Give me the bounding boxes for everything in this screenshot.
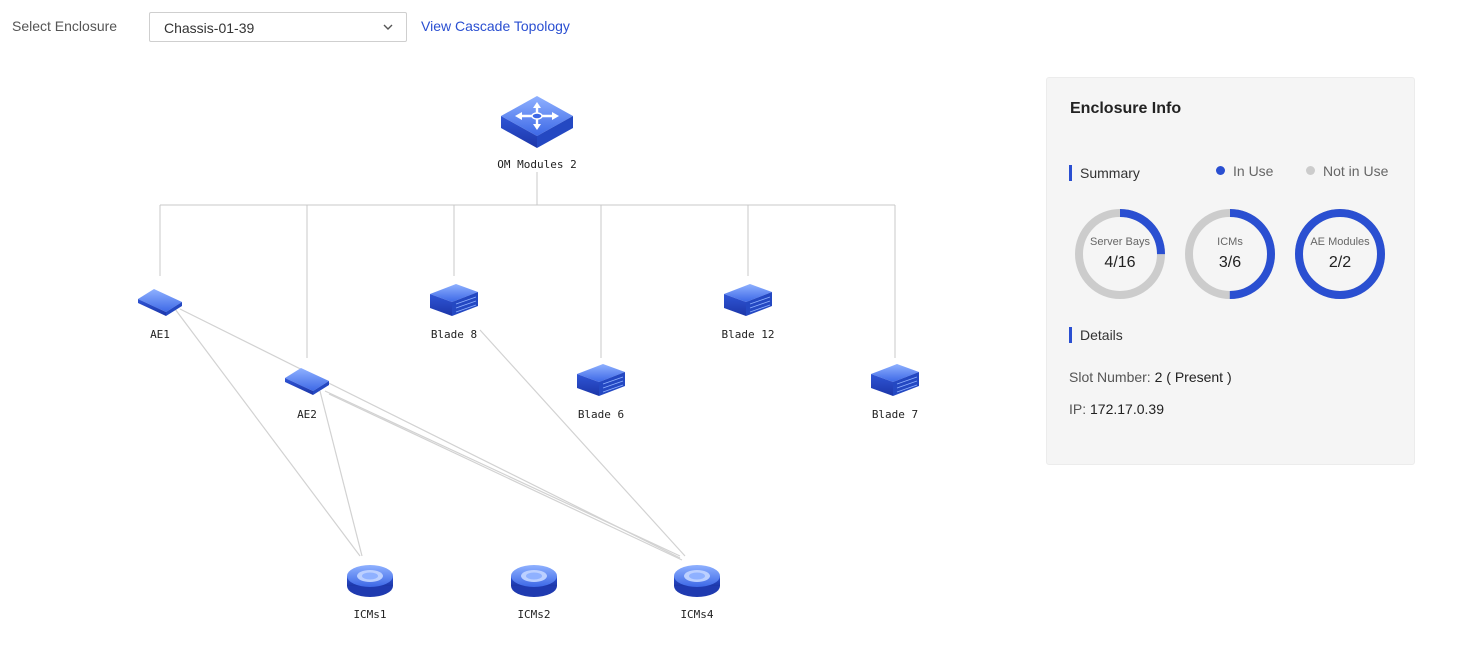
blade-server-icon[interactable] bbox=[871, 364, 919, 396]
node-label-ae2: AE2 bbox=[297, 408, 317, 421]
slot-number-row: Slot Number: 2 ( Present ) bbox=[1069, 369, 1232, 385]
blade-server-icon[interactable] bbox=[577, 364, 625, 396]
node-label-blade6: Blade 6 bbox=[578, 408, 624, 421]
server-bays-donut: Server Bays 4/16 bbox=[1074, 208, 1166, 300]
panel-title: Enclosure Info bbox=[1070, 100, 1182, 117]
legend-in-use-label: In Use bbox=[1233, 163, 1274, 179]
legend-not-in-use-label: Not in Use bbox=[1323, 163, 1389, 179]
view-cascade-topology-link[interactable]: View Cascade Topology bbox=[421, 18, 570, 34]
icm-module-icon[interactable] bbox=[674, 565, 720, 597]
ip-row: IP: 172.17.0.39 bbox=[1069, 401, 1164, 417]
tree-connectors bbox=[159, 172, 896, 358]
node-label-icms4: ICMs4 bbox=[680, 608, 713, 621]
blade-server-icon[interactable] bbox=[430, 284, 478, 316]
node-label-icms1: ICMs1 bbox=[353, 608, 386, 621]
icms-value: 3/6 bbox=[1218, 254, 1242, 271]
slot-number-label: Slot Number: bbox=[1069, 369, 1151, 385]
icms-donut: ICMs 3/6 bbox=[1184, 208, 1276, 300]
icm-module-icon[interactable] bbox=[511, 565, 557, 597]
node-label-ae1: AE1 bbox=[150, 328, 170, 341]
node-label-icms2: ICMs2 bbox=[517, 608, 550, 621]
chevron-down-icon bbox=[383, 24, 393, 30]
node-label-blade8: Blade 8 bbox=[431, 328, 477, 341]
legend-not-in-use: Not in Use bbox=[1306, 163, 1388, 179]
blade-server-icon[interactable] bbox=[724, 284, 772, 316]
node-label-blade12: Blade 12 bbox=[722, 328, 775, 341]
donut-arc bbox=[1185, 209, 1275, 299]
node-label-blade7: Blade 7 bbox=[872, 408, 918, 421]
om-label: OM Modules 2 bbox=[497, 158, 576, 171]
select-enclosure-label: Select Enclosure bbox=[12, 18, 118, 34]
ae-modules-label: AE Modules bbox=[1310, 236, 1370, 248]
icm-module-icon[interactable] bbox=[347, 565, 393, 597]
legend-in-use: In Use bbox=[1216, 163, 1273, 179]
enclosure-select[interactable]: Chassis-01-39 bbox=[149, 12, 407, 42]
slot-number-value: 2 ( Present ) bbox=[1154, 369, 1232, 385]
summary-heading: Summary bbox=[1069, 165, 1140, 181]
icms-label: ICMs bbox=[1217, 236, 1243, 248]
enclosure-info-panel: Enclosure Info Summary In Use Not in Use… bbox=[1046, 77, 1415, 465]
server-bays-value: 4/16 bbox=[1104, 254, 1136, 271]
details-heading: Details bbox=[1069, 327, 1123, 343]
ip-value: 172.17.0.39 bbox=[1090, 401, 1164, 417]
ae-modules-value: 2/2 bbox=[1328, 254, 1352, 271]
ip-label: IP: bbox=[1069, 401, 1087, 417]
om-router-icon[interactable] bbox=[501, 96, 573, 148]
cross-links bbox=[174, 308, 686, 561]
not-in-use-dot-icon bbox=[1306, 166, 1315, 175]
topology-canvas: OM Modules 2 AE1 AE2 Blade 8 Blade 6 Bla… bbox=[138, 96, 919, 621]
in-use-dot-icon bbox=[1216, 166, 1225, 175]
donut-arc bbox=[1075, 209, 1165, 299]
ae-modules-donut: AE Modules 2/2 bbox=[1294, 208, 1386, 300]
enclosure-select-value: Chassis-01-39 bbox=[164, 20, 255, 36]
ae-switch-icon[interactable] bbox=[138, 289, 182, 316]
server-bays-label: Server Bays bbox=[1090, 236, 1150, 248]
ae-switch-icon[interactable] bbox=[285, 368, 329, 395]
donut-arc bbox=[1295, 209, 1385, 299]
